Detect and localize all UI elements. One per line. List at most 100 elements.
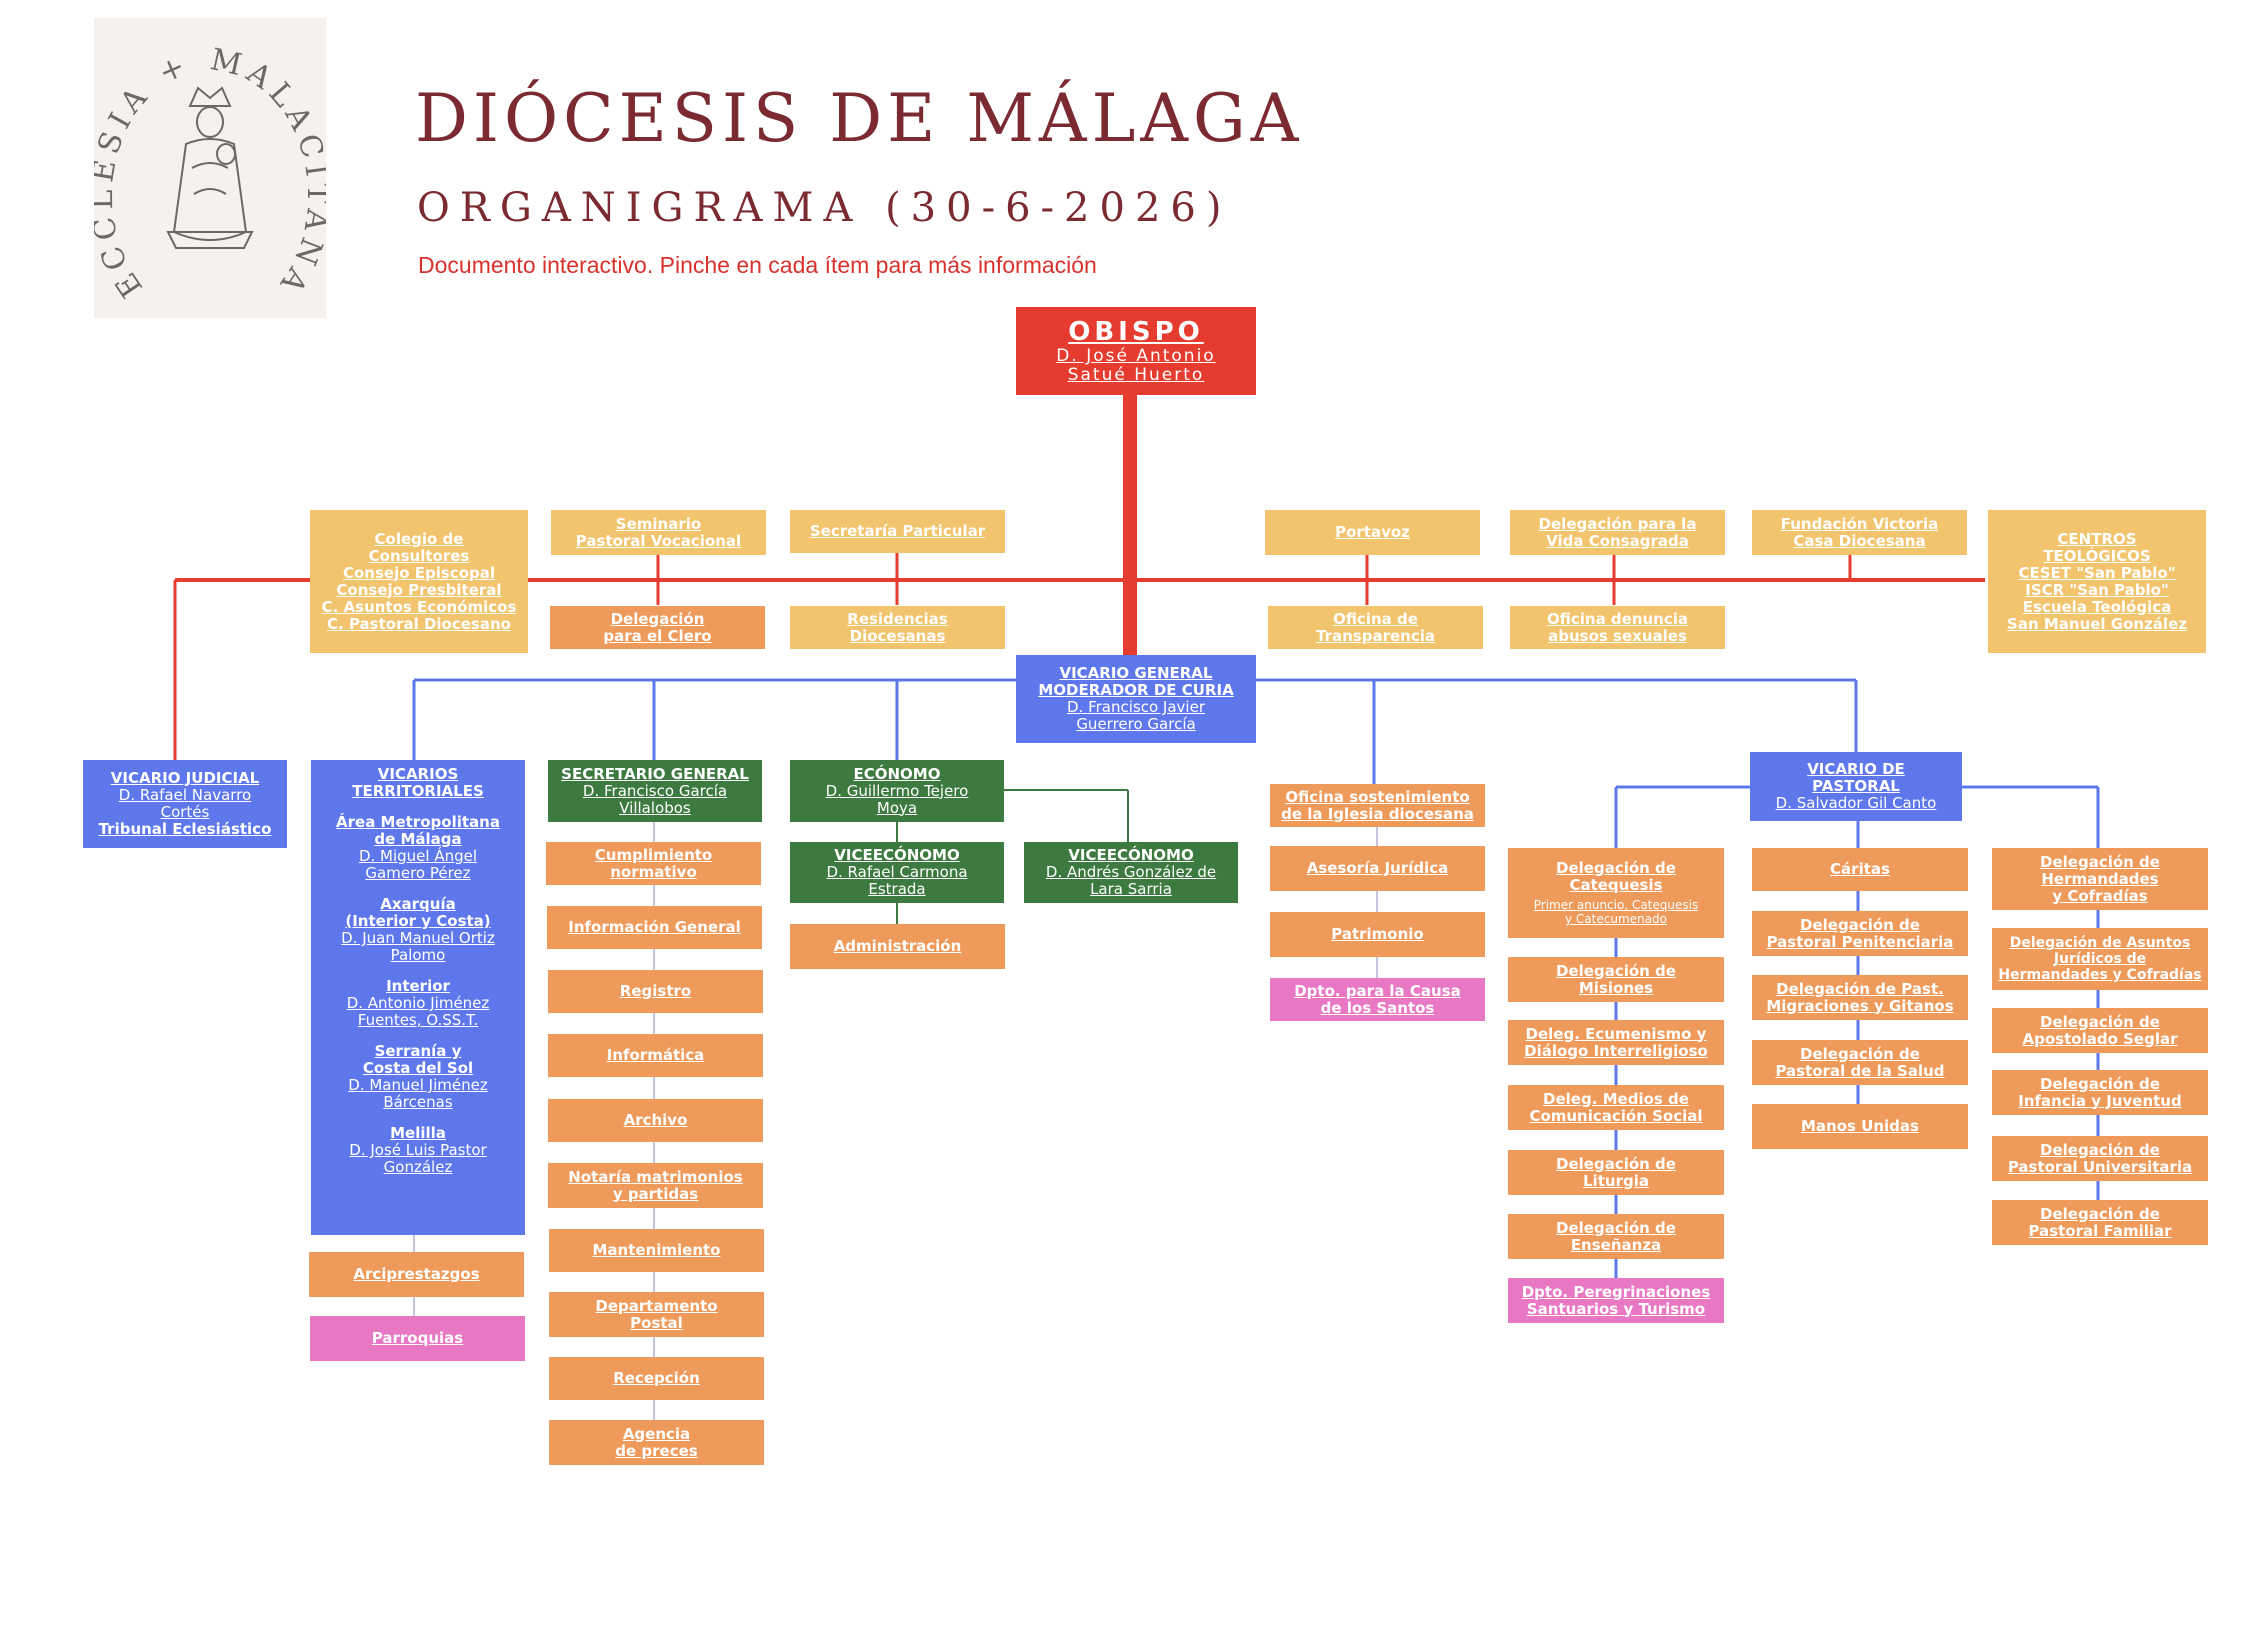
administracion-box[interactable]: Administración: [790, 924, 1005, 969]
vicario-judicial-box[interactable]: VICARIO JUDICIAL D. Rafael Navarro Corté…: [83, 760, 287, 848]
obispo-name: D. José Antonio Satué Huerto: [1056, 346, 1216, 385]
misiones-box[interactable]: Delegación de Misiones: [1508, 957, 1724, 1002]
page-title: DIÓCESIS DE MÁLAGA: [415, 80, 1304, 157]
caritas-box[interactable]: Cáritas: [1752, 848, 1968, 891]
hermandades-box[interactable]: Delegación de Hermandades y Cofradías: [1992, 848, 2208, 910]
vicaria-melilla: Melilla: [390, 1124, 446, 1142]
pastoral-penitenciaria-box[interactable]: Delegación de Pastoral Penitenciaria: [1752, 911, 1968, 956]
centros-teologicos-box[interactable]: CENTROS TEOLÓGICOS CESET "San Pablo" ISC…: [1988, 510, 2206, 653]
economo-name: D. Guillermo Tejero Moya: [825, 781, 969, 817]
portavoz-label: Portavoz: [1335, 523, 1410, 541]
vicarios-territoriales-title: VICARIOS TERRITORIALES: [352, 765, 484, 800]
informacion-general-label: Información General: [568, 918, 741, 936]
informacion-general-box[interactable]: Información General: [547, 906, 762, 949]
migraciones-label: Delegación de Past. Migraciones y Gitano…: [1766, 979, 1954, 1015]
mantenimiento-label: Mantenimiento: [592, 1241, 721, 1259]
migraciones-box[interactable]: Delegación de Past. Migraciones y Gitano…: [1752, 975, 1968, 1020]
residencias-box[interactable]: Residencias Diocesanas: [790, 606, 1005, 649]
pastoral-familiar-label: Delegación de Pastoral Familiar: [2028, 1204, 2172, 1240]
vicaria-serrania: Serranía y Costa del Sol: [362, 1042, 474, 1077]
residencias-label: Residencias Diocesanas: [847, 609, 948, 645]
notaria-label: Notaría matrimonios y partidas: [568, 1167, 743, 1203]
cumplimiento-normativo-label: Cumplimiento normativo: [594, 845, 713, 881]
administracion-label: Administración: [833, 937, 962, 955]
secretario-general-title: SECRETARIO GENERAL: [561, 764, 749, 783]
catequesis-label: Delegación de Catequesis: [1556, 859, 1676, 894]
transparencia-box[interactable]: Oficina de Transparencia: [1268, 606, 1483, 649]
pastoral-universitaria-box[interactable]: Delegación de Pastoral Universitaria: [1992, 1136, 2208, 1181]
vida-consagrada-box[interactable]: Delegación para la Vida Consagrada: [1510, 510, 1725, 555]
informatica-box[interactable]: Informática: [548, 1034, 763, 1077]
seminario-box[interactable]: Seminario Pastoral Vocacional: [551, 510, 766, 555]
parroquias-box[interactable]: Parroquias: [310, 1316, 525, 1361]
apostolado-seglar-box[interactable]: Delegación de Apostolado Seglar: [1992, 1008, 2208, 1053]
viceeconomo-carmona-box[interactable]: VICEECÓNOMO D. Rafael Carmona Estrada: [790, 842, 1004, 903]
agencia-preces-label: Agencia de preces: [615, 1424, 698, 1460]
agencia-preces-box[interactable]: Agencia de preces: [549, 1420, 764, 1465]
medios-comunicacion-box[interactable]: Deleg. Medios de Comunicación Social: [1508, 1085, 1724, 1130]
vida-consagrada-label: Delegación para la Vida Consagrada: [1538, 514, 1697, 550]
viceeconomo-gonzalez-box[interactable]: VICEECÓNOMO D. Andrés González de Lara S…: [1024, 842, 1238, 903]
departamento-postal-box[interactable]: Departamento Postal: [549, 1292, 764, 1337]
secretaria-particular-box[interactable]: Secretaría Particular: [790, 510, 1005, 553]
centros-teologicos-label: CENTROS TEOLÓGICOS CESET "San Pablo" ISC…: [2007, 529, 2187, 633]
vicaria-interior: Interior: [386, 977, 450, 995]
fundacion-label: Fundación Victoria Casa Diocesana: [1780, 514, 1939, 550]
caritas-label: Cáritas: [1830, 860, 1890, 878]
fundacion-box[interactable]: Fundación Victoria Casa Diocesana: [1752, 510, 1967, 555]
peregrinaciones-box[interactable]: Dpto. Peregrinaciones Santuarios y Turis…: [1508, 1278, 1724, 1323]
asuntos-juridicos-label: Delegación de Asuntos Jurídicos de Herma…: [1998, 935, 2202, 983]
medios-comunicacion-label: Deleg. Medios de Comunicación Social: [1529, 1089, 1703, 1125]
vicario-pastoral-title: VICARIO DE PASTORAL: [1807, 760, 1905, 795]
catequesis-sublabel: Primer anuncio, Catequesis y Catecumenad…: [1533, 898, 1699, 926]
registro-box[interactable]: Registro: [548, 970, 763, 1013]
apostolado-seglar-label: Delegación de Apostolado Seglar: [2022, 1012, 2178, 1048]
ecumenismo-box[interactable]: Deleg. Ecumenismo y Diálogo Interreligio…: [1508, 1020, 1724, 1065]
vicario-judicial-title: VICARIO JUDICIAL: [110, 769, 260, 787]
seminario-label: Seminario Pastoral Vocacional: [575, 514, 742, 550]
pastoral-salud-box[interactable]: Delegación de Pastoral de la Salud: [1752, 1040, 1968, 1085]
infancia-juventud-label: Delegación de Infancia y Juventud: [2018, 1074, 2182, 1110]
recepcion-label: Recepción: [613, 1369, 700, 1387]
vicario-judicial-name: D. Rafael Navarro Cortés: [118, 786, 252, 821]
portavoz-box[interactable]: Portavoz: [1265, 510, 1480, 555]
infancia-juventud-box[interactable]: Delegación de Infancia y Juventud: [1992, 1070, 2208, 1115]
viceeconomo-gonzalez-name: D. Andrés González de Lara Sarria: [1045, 863, 1217, 898]
manos-unidas-box[interactable]: Manos Unidas: [1752, 1104, 1968, 1149]
colegio-consultores-box[interactable]: Colegio de Consultores Consejo Episcopal…: [310, 510, 528, 653]
mantenimiento-box[interactable]: Mantenimiento: [549, 1229, 764, 1272]
asesoria-juridica-label: Asesoría Jurídica: [1306, 859, 1449, 877]
interactive-note: Documento interactivo. Pinche en cada ít…: [418, 252, 1097, 278]
arciprestazgos-box[interactable]: Arciprestazgos: [309, 1252, 524, 1297]
patrimonio-box[interactable]: Patrimonio: [1270, 912, 1485, 957]
economo-box[interactable]: ECÓNOMO D. Guillermo Tejero Moya: [790, 760, 1004, 822]
ensenanza-box[interactable]: Delegación de Enseñanza: [1508, 1214, 1724, 1259]
viceeconomo-carmona-name: D. Rafael Carmona Estrada: [826, 863, 968, 898]
catequesis-box[interactable]: Delegación de Catequesis Primer anuncio,…: [1508, 848, 1724, 938]
recepcion-box[interactable]: Recepción: [549, 1357, 764, 1400]
delegacion-clero-box[interactable]: Delegación para el Clero: [550, 606, 765, 649]
vicario-general-box[interactable]: VICARIO GENERAL MODERADOR DE CURIA D. Fr…: [1016, 655, 1256, 743]
archivo-box[interactable]: Archivo: [548, 1099, 763, 1142]
liturgia-box[interactable]: Delegación de Liturgia: [1508, 1150, 1724, 1195]
sostenimiento-box[interactable]: Oficina sostenimiento de la Iglesia dioc…: [1270, 784, 1485, 827]
asuntos-juridicos-box[interactable]: Delegación de Asuntos Jurídicos de Herma…: [1992, 928, 2208, 990]
diocese-seal-icon: ECCLESIA + MALACITANA +: [94, 18, 326, 318]
departamento-postal-label: Departamento Postal: [595, 1296, 718, 1332]
vicario-axarquia-name: D. Juan Manuel Ortiz Palomo: [341, 929, 495, 964]
misiones-label: Delegación de Misiones: [1556, 961, 1676, 997]
vicarios-territoriales-box[interactable]: VICARIOS TERRITORIALES Área Metropolitan…: [311, 760, 525, 1235]
causa-santos-box[interactable]: Dpto. para la Causa de los Santos: [1270, 978, 1485, 1021]
ensenanza-label: Delegación de Enseñanza: [1556, 1218, 1676, 1254]
abusos-box[interactable]: Oficina denuncia abusos sexuales: [1510, 606, 1725, 649]
asesoria-juridica-box[interactable]: Asesoría Jurídica: [1270, 846, 1485, 891]
cumplimiento-normativo-box[interactable]: Cumplimiento normativo: [546, 842, 761, 885]
pastoral-familiar-box[interactable]: Delegación de Pastoral Familiar: [1992, 1200, 2208, 1245]
vicario-interior-name: D. Antonio Jiménez Fuentes, O.SS.T.: [346, 994, 490, 1029]
notaria-box[interactable]: Notaría matrimonios y partidas: [548, 1163, 763, 1208]
obispo-box[interactable]: OBISPO D. José Antonio Satué Huerto: [1016, 307, 1256, 395]
secretario-general-box[interactable]: SECRETARIO GENERAL D. Francisco García V…: [548, 760, 762, 822]
vicario-pastoral-box[interactable]: VICARIO DE PASTORAL D. Salvador Gil Cant…: [1750, 752, 1962, 821]
tribunal-eclesiastico-label: Tribunal Eclesiástico: [98, 820, 272, 838]
patrimonio-label: Patrimonio: [1331, 925, 1424, 943]
